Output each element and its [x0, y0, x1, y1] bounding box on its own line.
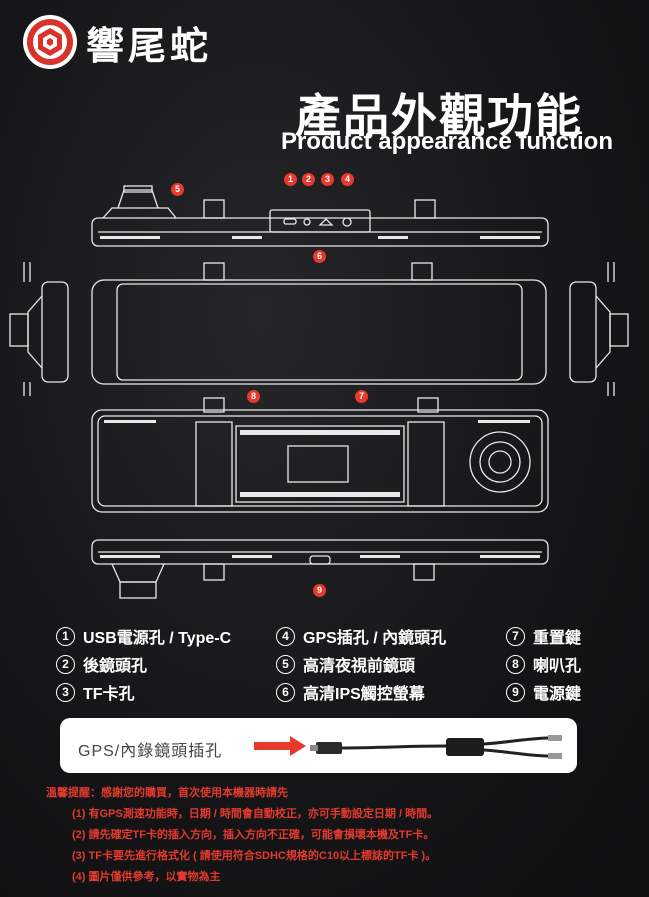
gps-cable-panel: GPS/內錄鏡頭插孔	[60, 718, 577, 773]
bottom-view	[91, 539, 549, 599]
marker-reset: 7	[355, 390, 368, 403]
brand-name: 響尾蛇	[86, 25, 213, 68]
gps-cable-icon	[254, 735, 562, 759]
left-side-view	[9, 262, 69, 396]
gps-label: GPS/內錄鏡頭插孔	[78, 743, 223, 760]
page-title: 產品外觀功能	[295, 90, 583, 142]
marker-speaker: 8	[247, 390, 260, 403]
marker-ips-screen: 6	[313, 250, 326, 263]
back-view	[91, 397, 549, 513]
marker-tf-card: 3	[321, 173, 334, 186]
marker-rear-camera: 2	[302, 173, 315, 186]
marker-gps-port: 4	[341, 173, 354, 186]
snake-logo-icon	[23, 15, 77, 69]
device-illustration	[9, 185, 629, 599]
note-item: (1) 有GPS測速功能時，日期 / 時間會自動校正，亦可手動設定日期 / 時間…	[72, 808, 439, 820]
note-item: (2) 請先確定TF卡的插入方向，插入方向不正確，可能會損壞本機及TF卡。	[72, 829, 435, 841]
top-view	[91, 185, 549, 247]
page-subtitle: Product appearance function	[280, 128, 613, 155]
brand-logo: 響尾蛇	[22, 14, 212, 70]
marker-power: 9	[313, 584, 326, 597]
notes-heading: 溫馨提醒：感謝您的購買，首次使用本機器時請先	[46, 787, 288, 799]
marker-usb-power: 1	[284, 173, 297, 186]
arrow-right-icon	[254, 736, 306, 756]
note-item: (3) TF卡要先進行格式化 ( 請使用符合SDHC規格的C10以上標誌的TF卡…	[72, 850, 437, 862]
front-view	[91, 262, 547, 385]
marker-front-camera: 5	[171, 183, 184, 196]
note-item: (4) 圖片僅供參考，以實物為主	[72, 871, 221, 883]
right-side-view	[569, 262, 629, 396]
